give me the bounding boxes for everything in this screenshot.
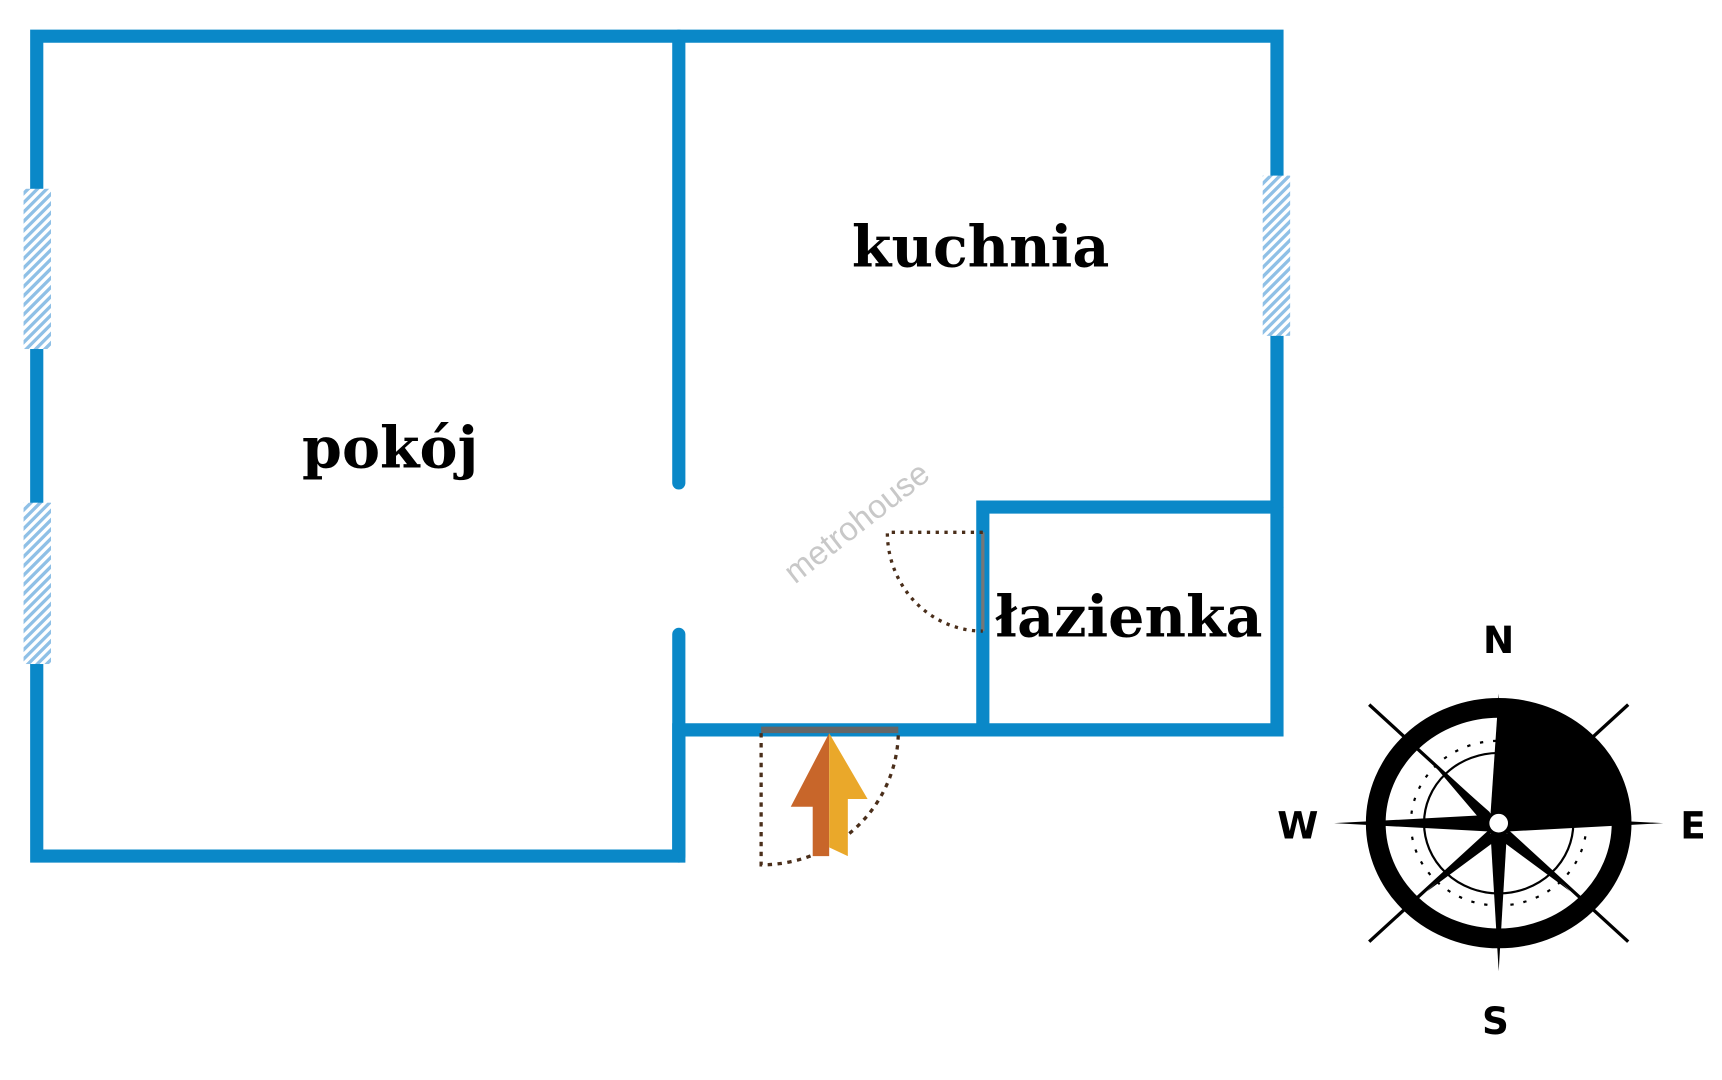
room-label-lazienka: łazienka [995,584,1262,651]
compass-label-east: E [1680,804,1705,848]
compass-label-west: W [1277,804,1318,848]
room-label-pokoj: pokój [302,415,478,482]
entrance-arrow-icon-light [829,733,868,857]
windows [23,175,1291,665]
watermark: metrohouse [776,454,936,590]
window-left-lower [23,502,51,665]
room-label-kuchnia: kuchnia [852,214,1109,281]
window-right [1262,175,1291,336]
compass-rose-icon [1334,693,1664,972]
entrance-door [759,726,900,867]
outer-wall [30,29,1284,863]
window-left-upper [23,188,51,350]
compass-label-north: N [1483,618,1514,662]
compass-label-south: S [1482,999,1509,1043]
bathroom-door [885,530,985,633]
bathroom-wall [976,500,1284,737]
walls [30,29,1284,863]
entrance-arrow-icon [790,733,830,857]
